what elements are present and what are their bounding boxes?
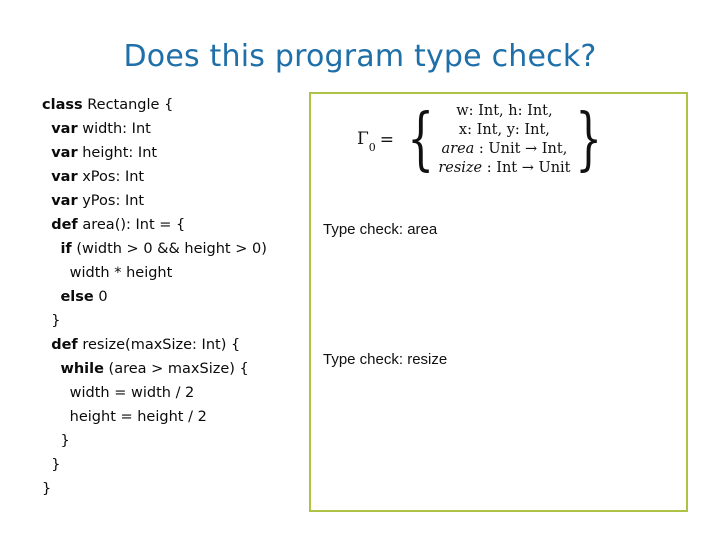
code-keyword: while [60,361,104,377]
type-check-panel: Γ0 = { w: Int, h: Int, x: Int, y: Int, are… [309,92,688,512]
code-keyword: var [51,121,78,137]
code-line: height = height / 2 [42,405,314,429]
code-line: width = width / 2 [42,381,314,405]
code-line: } [42,429,314,453]
code-text: width = width / 2 [69,385,195,401]
code-keyword: else [60,289,94,305]
typecheck-label-area: Type check: area [323,221,438,238]
code-line: if (width > 0 && height > 0) [42,237,314,261]
code-text: Rectangle { [82,97,174,113]
environment-bindings: w: Int, h: Int, x: Int, y: Int, area : Uni… [436,102,572,178]
code-text: yPos: Int [77,193,145,209]
binding-type: : Int → Unit [482,160,571,176]
code-text: width: Int [77,121,151,137]
code-keyword: if [60,241,72,257]
code-text: width * height [69,265,173,281]
environment-binding-row: w: Int, h: Int, [456,102,552,121]
code-keyword: var [51,145,78,161]
code-listing: class Rectangle { var width: Int var hei… [42,93,314,501]
environment-binding-row: resize : Int → Unit [438,159,570,178]
code-line: def resize(maxSize: Int) { [42,333,314,357]
open-brace-glyph: { [407,99,435,179]
code-text: resize(maxSize: Int) { [77,337,241,353]
code-line: } [42,477,314,501]
code-keyword: class [42,97,83,113]
code-text: height: Int [77,145,158,161]
code-line: else 0 [42,285,314,309]
binding-type: : Unit → Int, [474,141,568,157]
code-line: } [42,309,314,333]
code-keyword: var [51,193,78,209]
code-text: area(): Int = { [77,217,186,233]
code-text: } [51,457,61,473]
equals-sign: = [379,130,395,150]
code-text: (width > 0 && height > 0) [71,241,267,257]
binding-type: x: Int, y: Int, [458,122,550,138]
code-line: class Rectangle { [42,93,314,117]
binding-identifier: area [441,141,475,157]
code-text: } [42,481,52,497]
code-line: while (area > maxSize) { [42,357,314,381]
environment-binding-row: area : Unit → Int, [442,140,568,159]
code-keyword: def [51,337,78,353]
code-text: height = height / 2 [69,409,207,425]
code-text: (area > maxSize) { [103,361,249,377]
environment-binding-row: x: Int, y: Int, [459,121,550,140]
code-line: } [42,453,314,477]
code-line: var xPos: Int [42,165,314,189]
gamma-subscript: 0 [368,141,376,155]
close-brace-glyph: } [574,99,602,179]
typing-environment-formula: Γ0 = { w: Int, h: Int, x: Int, y: Int, are… [357,102,610,178]
code-text: 0 [93,289,108,305]
code-line: width * height [42,261,314,285]
code-line: var width: Int [42,117,314,141]
gamma-letter: Γ [357,128,369,149]
code-keyword: var [51,169,78,185]
code-keyword: def [51,217,78,233]
gamma-symbol: Γ0 [357,128,376,155]
code-text: xPos: Int [77,169,145,185]
code-text: } [60,433,70,449]
code-text: } [51,313,61,329]
typecheck-label-resize: Type check: resize [323,351,448,368]
code-line: var yPos: Int [42,189,314,213]
code-line: var height: Int [42,141,314,165]
binding-identifier: resize [438,160,483,176]
page-title: Does this program type check? [123,39,597,74]
binding-type: w: Int, h: Int, [456,103,553,119]
code-line: def area(): Int = { [42,213,314,237]
